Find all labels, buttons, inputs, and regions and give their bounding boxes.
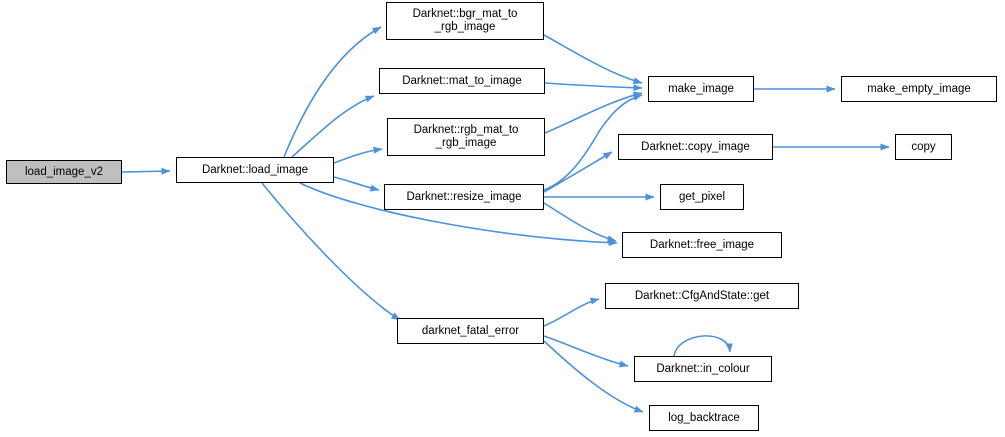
node-copy[interactable]: copy	[895, 134, 952, 160]
edge-load_image-rgb_mat_to_rgb_image	[333, 146, 383, 164]
node-make-empty-image[interactable]: make_empty_image	[841, 76, 997, 102]
edge-in_colour-in_colour-self-loop	[673, 335, 733, 357]
edge-resize_image-copy_image	[543, 151, 613, 193]
edge-resize_image-free_image	[543, 202, 617, 243]
edge-load_image-darknet_fatal_error	[261, 182, 401, 321]
node-darknet-cfgandstate-get[interactable]: Darknet::CfgAndState::get	[605, 283, 799, 309]
edge-load_image-bgr_mat_to_rgb_image	[283, 26, 382, 158]
edge-darknet_fatal_error-cfg_and_state_get	[543, 297, 600, 327]
edge-darknet_fatal_error-log_backtrace	[543, 340, 644, 413]
node-darknet-rgb-mat-to-rgb-image[interactable]: Darknet::rgb_mat_to _rgb_image	[387, 118, 545, 156]
edge-bgr_mat_to_rgb_image-make_image	[543, 34, 643, 85]
edge-rgb_mat_to_rgb_image-make_image	[544, 91, 643, 134]
edge-load_image-resize_image	[333, 176, 380, 192]
node-darknet-load-image[interactable]: Darknet::load_image	[176, 157, 334, 183]
edge-darknet_fatal_error-in_colour	[543, 335, 629, 368]
node-darknet-in-colour[interactable]: Darknet::in_colour	[634, 356, 772, 382]
edge-mat_to_image-make_image	[544, 82, 643, 92]
node-darknet-bgr-mat-to-rgb-image[interactable]: Darknet::bgr_mat_to _rgb_image	[386, 2, 544, 40]
edge-load_image_v2-load_image	[121, 167, 171, 175]
node-darknet-mat-to-image[interactable]: Darknet::mat_to_image	[379, 68, 545, 94]
node-darknet-copy-image[interactable]: Darknet::copy_image	[618, 134, 773, 160]
node-darknet-fatal-error[interactable]: darknet_fatal_error	[397, 318, 544, 344]
node-make-image[interactable]: make_image	[648, 76, 754, 102]
node-load-image-v2[interactable]: load_image_v2	[6, 160, 122, 184]
node-get-pixel[interactable]: get_pixel	[660, 184, 744, 210]
node-darknet-resize-image[interactable]: Darknet::resize_image	[384, 184, 544, 210]
edge-load_image-mat_to_image	[291, 95, 375, 158]
node-log-backtrace[interactable]: log_backtrace	[649, 405, 759, 431]
edge-resize_image-make_image	[543, 94, 643, 191]
node-darknet-free-image[interactable]: Darknet::free_image	[622, 232, 782, 258]
edge-load_image-free_image	[299, 182, 618, 247]
